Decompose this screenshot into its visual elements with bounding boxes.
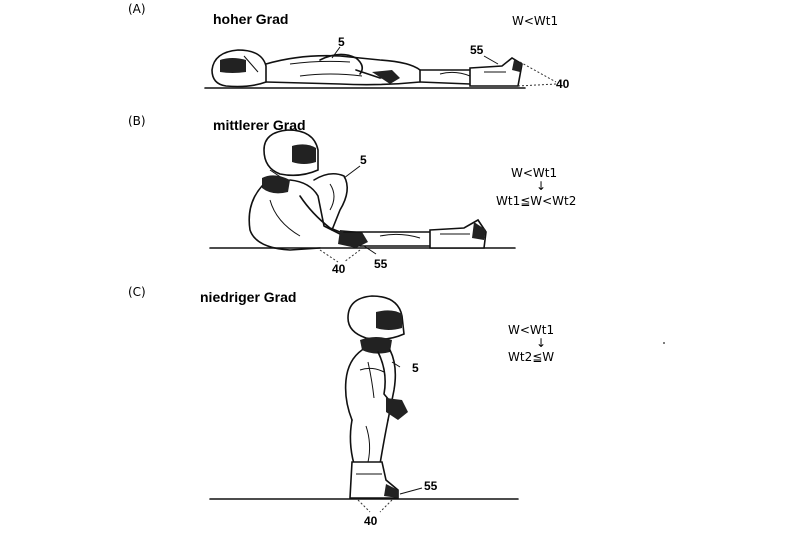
panel-b-label: (B) (128, 114, 146, 128)
panel-c: (C) niedriger Grad W<Wt1 ↓ Wt2≦W (128, 285, 554, 528)
panel-b-ref-body: 5 (360, 153, 367, 167)
panel-c-label: (C) (128, 285, 146, 299)
panel-a-ref-contact: 40 (556, 77, 570, 91)
panel-b-ref-sensor: 55 (374, 257, 388, 271)
panel-a-leader-55 (483, 55, 499, 65)
panel-a-lying-rider (211, 49, 523, 88)
panel-a-contact-lines (517, 61, 557, 87)
panel-b-ref-contact: 40 (332, 262, 346, 276)
panel-b-contact-lines (319, 249, 361, 263)
panel-b-sitting-rider (248, 129, 487, 251)
panel-c-standing-rider (344, 295, 408, 499)
panel-b-formula-1: W<Wt1 (511, 166, 557, 180)
panel-a-ref-body: 5 (338, 35, 345, 49)
panel-c-leader-55 (399, 487, 423, 495)
panel-c-formula-2: Wt2≦W (508, 350, 554, 364)
panel-a-title: hoher Grad (213, 11, 288, 27)
panel-c-title: niedriger Grad (200, 289, 296, 305)
panel-b-formula-arrow: ↓ (536, 179, 546, 193)
panel-a-leader-5 (331, 46, 341, 59)
panel-c-contact-lines (357, 499, 393, 513)
scan-speck (663, 342, 665, 344)
panel-b-title: mittlerer Grad (213, 117, 306, 133)
panel-c-formula-1: W<Wt1 (508, 323, 554, 337)
panel-c-ref-contact: 40 (364, 514, 378, 528)
panel-c-formula-arrow: ↓ (536, 336, 546, 350)
panel-b: (B) mittlerer Grad W<Wt1 ↓ Wt1≦W<Wt2 (128, 114, 576, 276)
panel-b-leader-5 (343, 165, 361, 179)
panel-b-formula-2: Wt1≦W<Wt2 (496, 194, 576, 208)
panel-b-leader-55 (363, 245, 377, 255)
panel-a-ref-sensor: 55 (470, 43, 484, 57)
panel-c-ref-body: 5 (412, 361, 419, 375)
panel-a-formula-1: W<Wt1 (512, 14, 558, 28)
panel-a-label: (A) (128, 2, 146, 16)
panel-a: (A) hoher Grad W<Wt1 (128, 2, 570, 91)
panel-c-leader-5 (391, 361, 401, 368)
panel-c-ref-sensor: 55 (424, 479, 438, 493)
